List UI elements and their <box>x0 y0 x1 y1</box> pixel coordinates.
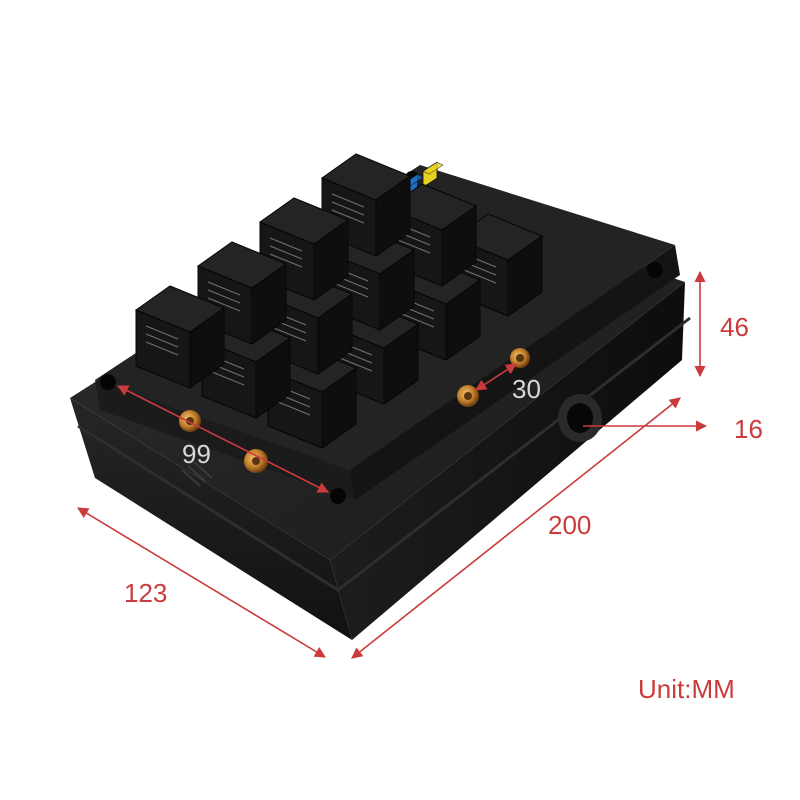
corner-hole <box>100 374 116 390</box>
relay <box>134 285 226 389</box>
terminal-bolt <box>457 385 479 407</box>
dimension-line-length <box>351 397 681 659</box>
dimension-lines <box>77 270 708 659</box>
relay <box>262 271 354 375</box>
relay-grid <box>134 153 544 449</box>
fuse <box>422 161 444 188</box>
cable-entry <box>558 394 602 442</box>
dimension-line-mount-long <box>117 385 329 493</box>
dimension-label-mount-short: 30 <box>512 374 541 404</box>
terminal-bolt <box>510 348 530 368</box>
dimension-label-length: 200 <box>548 510 592 540</box>
dimension-label-height: 46 <box>720 312 749 342</box>
terminal-bolt <box>179 410 201 432</box>
relay <box>258 197 350 301</box>
dimension-label-mount-long: 99 <box>182 439 211 469</box>
relay <box>196 241 288 345</box>
corner-hole <box>330 488 346 504</box>
dimension-line-mount-short <box>475 363 517 391</box>
corner-hole <box>647 262 663 278</box>
dimension-label-width: 123 <box>124 578 168 608</box>
dimension-line-width <box>77 507 326 658</box>
dimension-label-hole: 16 <box>734 414 763 444</box>
terminal-bolt <box>244 449 268 473</box>
unit-label: Unit:MM <box>638 674 735 704</box>
cable-entry-hole <box>567 403 593 433</box>
